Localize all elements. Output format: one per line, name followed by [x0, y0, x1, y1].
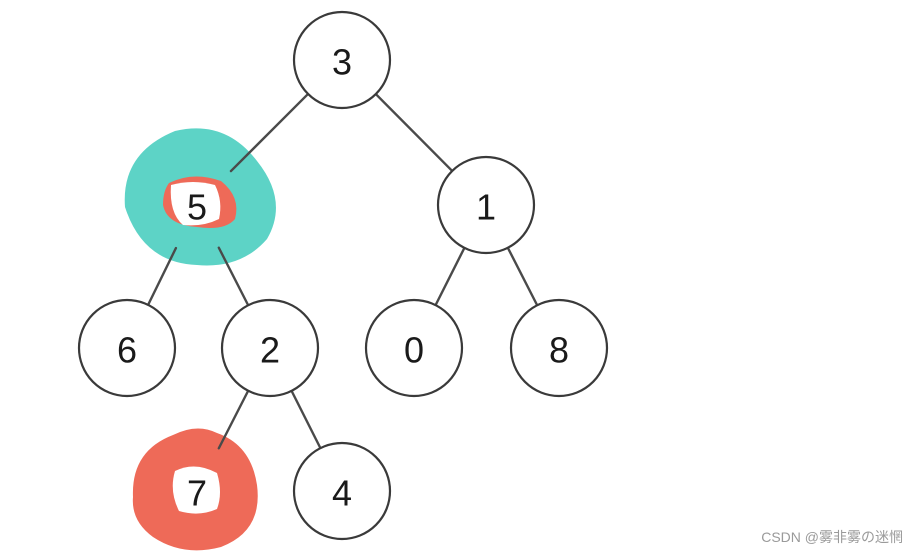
- node-circle: [292, 10, 392, 110]
- edge-n5-n6: [146, 246, 178, 307]
- node-label: 4: [332, 473, 352, 514]
- node-circle: [364, 298, 464, 398]
- node-label: 8: [549, 330, 569, 371]
- edge-n1-n0: [434, 246, 466, 307]
- node-circle: [77, 298, 177, 398]
- node-label: 6: [117, 330, 137, 371]
- watermark: CSDN @雾非雾の迷惘: [761, 529, 903, 545]
- edge-layer: [146, 92, 539, 450]
- node-circle: [509, 298, 609, 398]
- tree-node-6: 6: [77, 298, 177, 398]
- node-label: 7: [187, 473, 207, 514]
- node-circle: [292, 441, 392, 541]
- edge-n2-n7: [217, 389, 250, 450]
- edge-n3-n1: [374, 92, 454, 173]
- edge-n2-n4: [290, 389, 322, 450]
- tree-node-1: 1: [436, 155, 536, 255]
- edge-n5-n2: [217, 246, 250, 307]
- tree-node-3: 3: [292, 10, 392, 110]
- edge-n1-n8: [506, 246, 539, 307]
- node-label: 0: [404, 330, 424, 371]
- node-layer: 3 5 1 6 2 0 8 7 4: [77, 10, 609, 541]
- node-label: 3: [332, 42, 352, 83]
- tree-node-0: 0: [364, 298, 464, 398]
- node-label: 1: [476, 187, 496, 228]
- node-label: 5: [187, 187, 207, 228]
- label-clear-area: [170, 182, 221, 226]
- tree-node-7: 7: [187, 473, 207, 514]
- node-label: 2: [260, 330, 280, 371]
- edge-n3-n5: [229, 92, 310, 173]
- node-circle: [436, 155, 536, 255]
- highlight-red-n7: [132, 428, 258, 551]
- label-clear-area: [172, 466, 220, 514]
- tree-node-8: 8: [509, 298, 609, 398]
- tree-node-2: 2: [220, 298, 320, 398]
- tree-node-5: 5: [187, 187, 207, 228]
- node-circle: [220, 298, 320, 398]
- tree-node-4: 4: [292, 441, 392, 541]
